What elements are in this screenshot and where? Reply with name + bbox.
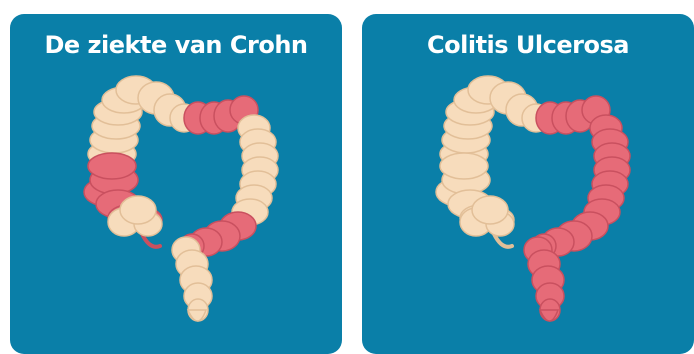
crohn-colon-illustration: [10, 14, 342, 354]
colitis-colon-illustration: [362, 14, 694, 354]
colitis-panel-title: Colitis Ulcerosa: [362, 30, 694, 60]
colitis-haustrum: [440, 153, 488, 179]
colitis-haustrum: [472, 196, 508, 224]
colitis-panel: Colitis Ulcerosa: [362, 14, 694, 354]
crohn-segment-descending-healthy: [232, 115, 278, 225]
crohn-panel: De ziekte van Crohn: [10, 14, 342, 354]
crohn-haustrum: [88, 153, 136, 179]
colitis-segment-descending-inflamed: [584, 115, 630, 225]
crohn-panel-title: De ziekte van Crohn: [10, 30, 342, 60]
crohn-haustrum: [120, 196, 156, 224]
